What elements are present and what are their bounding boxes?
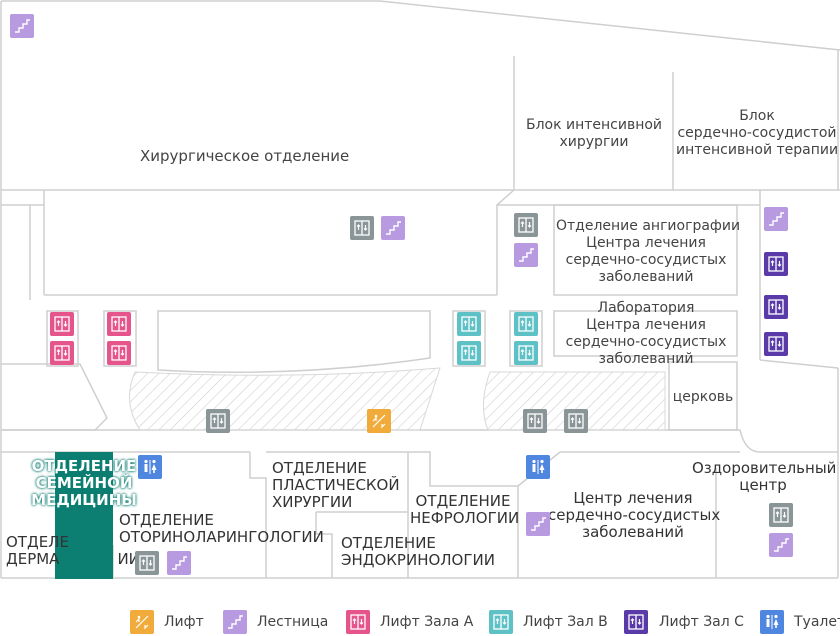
room-laboratory[interactable]: Лаборатория Центра лечения сердечно-сосу… [565,300,727,367]
legend-toilet-icon [760,610,784,634]
stairs-icon[interactable] [381,216,405,240]
elevator-icon[interactable] [135,551,159,575]
room-family-medicine[interactable]: ОТДЕЛЕНИЕ СЕМЕЙНОЙ МЕДИЦИНЫ [31,457,137,509]
stairs-icon[interactable] [167,551,191,575]
legend-lift-a-label: Лифт Зала А [380,614,474,630]
family-medicine-highlight [55,452,113,579]
lift-hall-b-icon[interactable] [514,312,538,336]
room-plastic-surgery[interactable]: ОТДЕЛЕНИЕ ПЛАСТИЧЕСКОЙ ХИРУРГИИ [272,459,400,511]
lift-hall-c-icon[interactable] [764,332,788,356]
legend-lift-b-label: Лифт Зал В [523,614,608,630]
room-ent[interactable]: ОТДЕЛЕНИЕ ОТОРИНОЛАРИНГОЛОГИИ [119,511,324,546]
stairs-icon[interactable] [526,512,550,536]
room-cardio-center[interactable]: Центр лечения сердечно-сосудистых заболе… [548,489,721,541]
elevator-icon[interactable] [564,409,588,433]
lift-hall-b-icon[interactable] [457,312,481,336]
lift-hall-a-icon[interactable] [50,312,74,336]
stairs-icon[interactable] [764,207,788,231]
room-wellness-center[interactable]: Оздоровительный центр [692,459,837,494]
lift-hall-c-icon[interactable] [764,252,788,276]
room-angiography[interactable]: Отделение ангиографии Центра лечения сер… [556,218,741,285]
lift-hall-a-icon[interactable] [50,341,74,365]
legend-lift-label: Лифт [164,614,204,630]
stairs-icon[interactable] [769,533,793,557]
legend-stairs-icon [223,610,247,634]
elevator-icon[interactable] [523,409,547,433]
legend-lift-a-icon [346,610,370,634]
legend-stairs-label: Лестница [257,614,329,630]
lift-hall-c-icon[interactable] [764,295,788,319]
stairs-icon[interactable] [514,243,538,267]
legend-lift-c-label: Лифт Зал С [659,614,744,630]
stairs-icon[interactable] [10,14,34,38]
toilet-icon[interactable] [526,455,550,479]
elevator-icon[interactable] [206,409,230,433]
lift-hall-b-icon[interactable] [457,341,481,365]
legend-lift-icon [130,610,154,634]
lift-hall-a-icon[interactable] [107,341,131,365]
room-icu-cardio[interactable]: Блок сердечно-сосудистой интенсивной тер… [676,108,839,158]
legend-toilet-label: Туалет [794,614,840,630]
lift-hall-a-icon[interactable] [107,312,131,336]
elevator-icon[interactable] [769,503,793,527]
room-nephrology[interactable]: ОТДЕЛЕНИЕ НЕФРОЛОГИИ [410,492,520,527]
lift-hall-b-icon[interactable] [514,341,538,365]
elevator-icon[interactable] [350,216,374,240]
room-icu-surgery[interactable]: Блок интенсивной хирургии [525,117,663,150]
toilet-icon[interactable] [138,455,162,479]
lift-icon[interactable] [367,409,391,433]
room-endocrinology[interactable]: ОТДЕЛЕНИЕ ЭНДОКРИНОЛОГИИ [341,534,495,569]
room-church[interactable]: церковь [672,389,734,405]
legend-lift-c-icon [624,610,648,634]
legend-lift-b-icon [489,610,513,634]
elevator-icon[interactable] [514,213,538,237]
room-surgery[interactable]: Хирургическое отделение [140,147,350,165]
